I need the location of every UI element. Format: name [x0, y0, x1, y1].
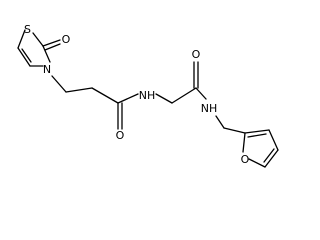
- bond-c-nh: [195, 87, 207, 100]
- bond-c3-c2: [244, 129, 270, 134]
- atom-labels: S N O O NH O NH O: [24, 23, 250, 166]
- bond-c5-c4-double: [263, 148, 275, 163]
- bond-c2-o-double-b: [44, 43, 61, 51]
- bond-ch2-c: [171, 87, 197, 104]
- propanoyl-chain: [51, 75, 139, 130]
- furan-ring: [242, 129, 279, 168]
- atom-label-ring-carbonyl-oxygen: O: [62, 33, 71, 46]
- bond-nh-ch2: [155, 93, 173, 104]
- structure-svg: S N O O NH O NH O: [17, 23, 279, 168]
- atom-label-sulfur: S: [24, 23, 31, 36]
- bond-c5-c4: [17, 47, 31, 67]
- atom-label-furan-oxygen: O: [241, 153, 250, 166]
- bond-n3-c2: [42, 45, 51, 63]
- atom-label-amide2-oxygen: O: [192, 48, 201, 61]
- bond-c2-o1: [242, 132, 246, 153]
- bond-c3-c2-double: [247, 133, 267, 138]
- bond-ch2b-c-amide: [91, 87, 119, 104]
- thiazolone-ring: [17, 29, 61, 67]
- bond-nh-ch2-furyl: [215, 115, 225, 129]
- bond-ch2-furan-c2: [223, 127, 246, 134]
- molecule-diagram: S N O O NH O NH O: [17, 23, 279, 168]
- atom-label-amide1-nh: NH: [139, 89, 156, 102]
- bond-c4-c3: [268, 129, 279, 151]
- bond-c5-c4-double: [21, 48, 32, 63]
- bond-c5-c4: [264, 149, 279, 168]
- atom-label-amide1-oxygen: O: [116, 129, 125, 142]
- bond-o1-c5: [248, 158, 266, 168]
- bond-c2-o-double-a: [42, 39, 61, 47]
- atom-label-amide2-nh: NH: [201, 102, 218, 115]
- bond-n3-ch2a: [51, 75, 67, 93]
- bond-ch2a-ch2b: [65, 87, 93, 93]
- atom-label-ring-nitrogen: N: [43, 63, 51, 76]
- glycinamide-linker: [155, 61, 246, 134]
- bond-s-c2: [32, 32, 44, 47]
- bond-c-amide-nh: [117, 93, 139, 104]
- bond-s-c5: [17, 29, 26, 49]
